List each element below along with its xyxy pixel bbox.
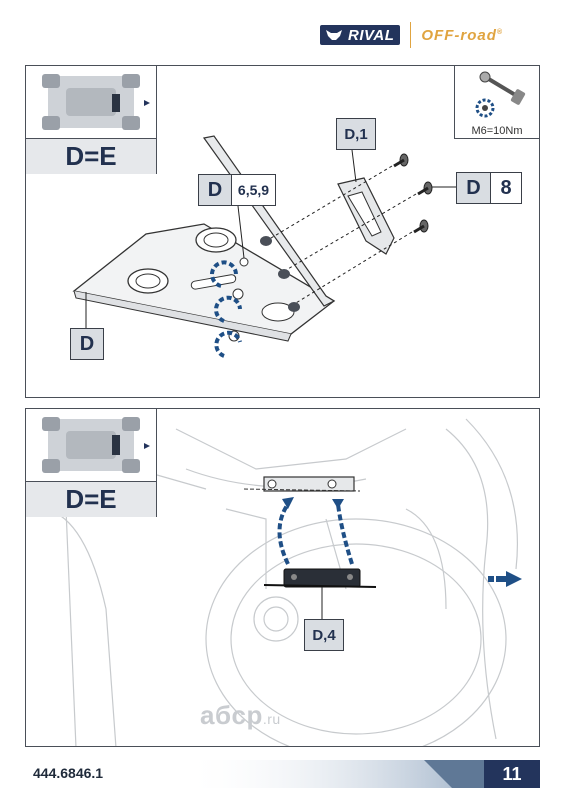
step-panel-top: D=E M6=10Nm (25, 65, 540, 398)
page-footer: 444.6846.1 11 (25, 760, 540, 788)
bracket-tag: D,1 (336, 118, 376, 150)
direction-arrow (488, 571, 522, 587)
bracket-tag: D,4 (304, 619, 344, 651)
watermark: aбcp.ru (200, 700, 281, 730)
rotate-arrow (214, 330, 242, 358)
bolt (393, 153, 433, 234)
atv-topview-icon (26, 66, 156, 138)
document-number: 444.6846.1 (33, 765, 104, 781)
torque-value: M6=10Nm (471, 125, 523, 137)
torque-spec: M6=10Nm (454, 66, 539, 139)
insert-arrow (336, 503, 354, 565)
step-panel-bottom: D=E D,4 (25, 408, 540, 747)
atv-underside-view (45, 409, 522, 746)
hardware-tag: D 6,5,9 (198, 174, 276, 206)
view-label: D=E (26, 481, 156, 517)
brand-header: RIVAL OFF-road® (320, 22, 504, 48)
rotate-arrow (214, 295, 242, 323)
rival-logo: RIVAL (320, 25, 401, 45)
insert-arrow (277, 502, 290, 565)
vehicle-view-thumbnail: D=E (26, 409, 157, 517)
rival-bull-icon (326, 30, 342, 40)
page-number: 11 (484, 760, 540, 788)
rotate-arrow (210, 260, 238, 288)
plate-tag: D (70, 328, 104, 360)
atv-topview-icon (26, 409, 156, 481)
torque-wrench-icon (475, 71, 526, 118)
vehicle-view-thumbnail: D=E (26, 66, 157, 174)
brand-separator (410, 22, 412, 48)
footer-stripe (184, 760, 484, 788)
skid-plate-exploded-view (72, 135, 456, 358)
rival-text: RIVAL (348, 26, 395, 44)
bolt-tag: D 8 (456, 172, 522, 204)
view-label: D=E (26, 138, 156, 174)
offroad-logo: OFF-road® (421, 26, 504, 44)
